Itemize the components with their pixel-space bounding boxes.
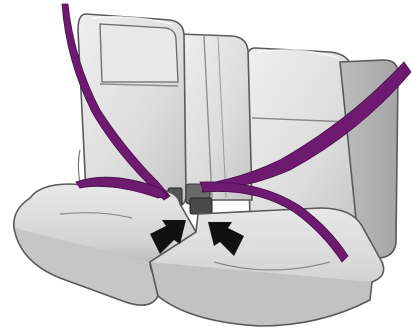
seat-belt-illustration: [0, 0, 411, 333]
rear-seat-drawing: [0, 0, 411, 333]
